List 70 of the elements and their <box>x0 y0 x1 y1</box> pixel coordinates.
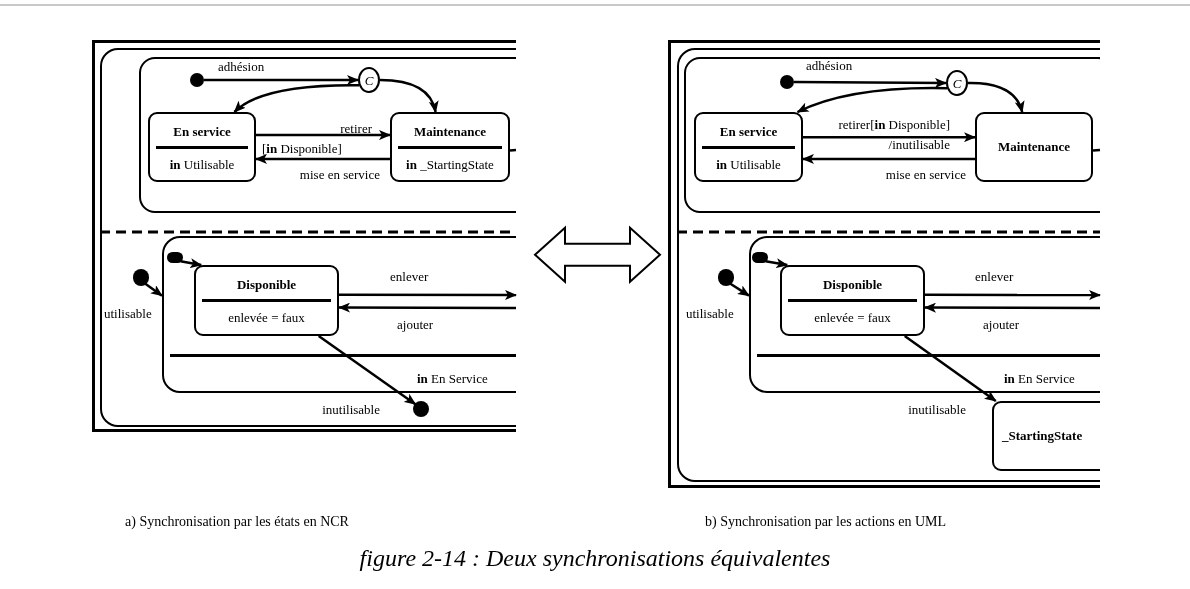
subfigure-caption: a) Synchronisation par les états en NCR <box>125 513 349 531</box>
edge-label: enlever <box>390 268 430 286</box>
subfigure-caption: b) Synchronisation par les actions en UML <box>705 513 947 531</box>
state-activity: in _StartingState <box>406 155 494 174</box>
edge-label: enlever <box>975 268 1015 286</box>
state-activity: enlevée = faux <box>814 308 891 327</box>
state-activity: enlevée = faux <box>228 308 305 327</box>
state-box <box>194 265 339 336</box>
transition-arrow <box>903 335 997 402</box>
edge-label: mise en service <box>884 166 966 184</box>
transition-arrow <box>803 132 976 143</box>
state-name: En service <box>173 123 231 141</box>
choice-label: C <box>364 73 374 87</box>
transition-arrow <box>204 75 359 85</box>
region-label: in En Service <box>1004 370 1075 388</box>
transition-arrow <box>144 282 163 297</box>
edge-label: ajouter <box>983 316 1021 334</box>
state-box <box>992 401 1100 471</box>
transition-arrow <box>794 77 947 88</box>
transition-line <box>1092 148 1101 152</box>
guard-label: [in Disponible] <box>262 140 342 158</box>
edge-label: inutilisable <box>321 401 380 419</box>
state-name: _StartingState <box>1002 427 1083 446</box>
state-box <box>694 112 803 182</box>
state-box <box>390 112 510 182</box>
transition-arrow <box>765 258 789 269</box>
transition-arrow <box>796 86 948 114</box>
region-label: in En Service <box>417 370 488 388</box>
state-name: En service <box>719 123 778 141</box>
state-name: Disponible <box>236 276 297 294</box>
transition-arrow <box>729 282 750 297</box>
transition-line <box>509 148 517 152</box>
composite-state <box>162 236 516 393</box>
state-name: Maintenance <box>997 138 1071 157</box>
edge-label: retirer[in Disponible] /inutilisable <box>837 116 950 154</box>
figure-caption: figure 2-14 : Deux synchronisations équivalentes <box>358 544 832 573</box>
edge-label: ajouter <box>397 316 435 334</box>
state-name: Disponible <box>822 276 883 294</box>
state-box <box>975 112 1093 182</box>
composite-state <box>749 236 1100 393</box>
state-box <box>780 265 925 336</box>
composite-state <box>139 57 516 213</box>
edge-label: inutilisable <box>907 401 966 419</box>
double-arrow <box>533 225 662 285</box>
edge-label: utilisable <box>686 305 735 323</box>
transition-arrow <box>925 290 1101 300</box>
transition-arrow <box>180 258 203 268</box>
transition-arrow <box>339 290 517 300</box>
choice-circle <box>946 70 968 96</box>
transition-arrow <box>256 130 391 141</box>
transition-arrow <box>317 334 417 406</box>
transition-arrow <box>968 81 1024 113</box>
edge-label: adhésion <box>218 58 266 76</box>
transition-arrow <box>802 153 975 164</box>
state-activity: in Utilisable <box>169 155 235 174</box>
edge-label: retirer <box>339 120 372 138</box>
edge-label: adhésion <box>806 57 854 75</box>
transition-arrow <box>255 153 390 164</box>
edge-label: mise en service <box>298 166 380 184</box>
transition-arrow <box>379 78 438 113</box>
transition-arrow <box>233 83 360 113</box>
choice-circle <box>358 67 380 93</box>
composite-state <box>684 57 1100 213</box>
state-box <box>148 112 256 182</box>
transition-arrow <box>924 302 1100 313</box>
state-name: Maintenance <box>413 123 487 141</box>
choice-label: C <box>952 76 962 90</box>
state-activity: in Utilisable <box>716 155 781 174</box>
edge-label: utilisable <box>104 305 153 323</box>
transition-arrow <box>338 302 516 313</box>
